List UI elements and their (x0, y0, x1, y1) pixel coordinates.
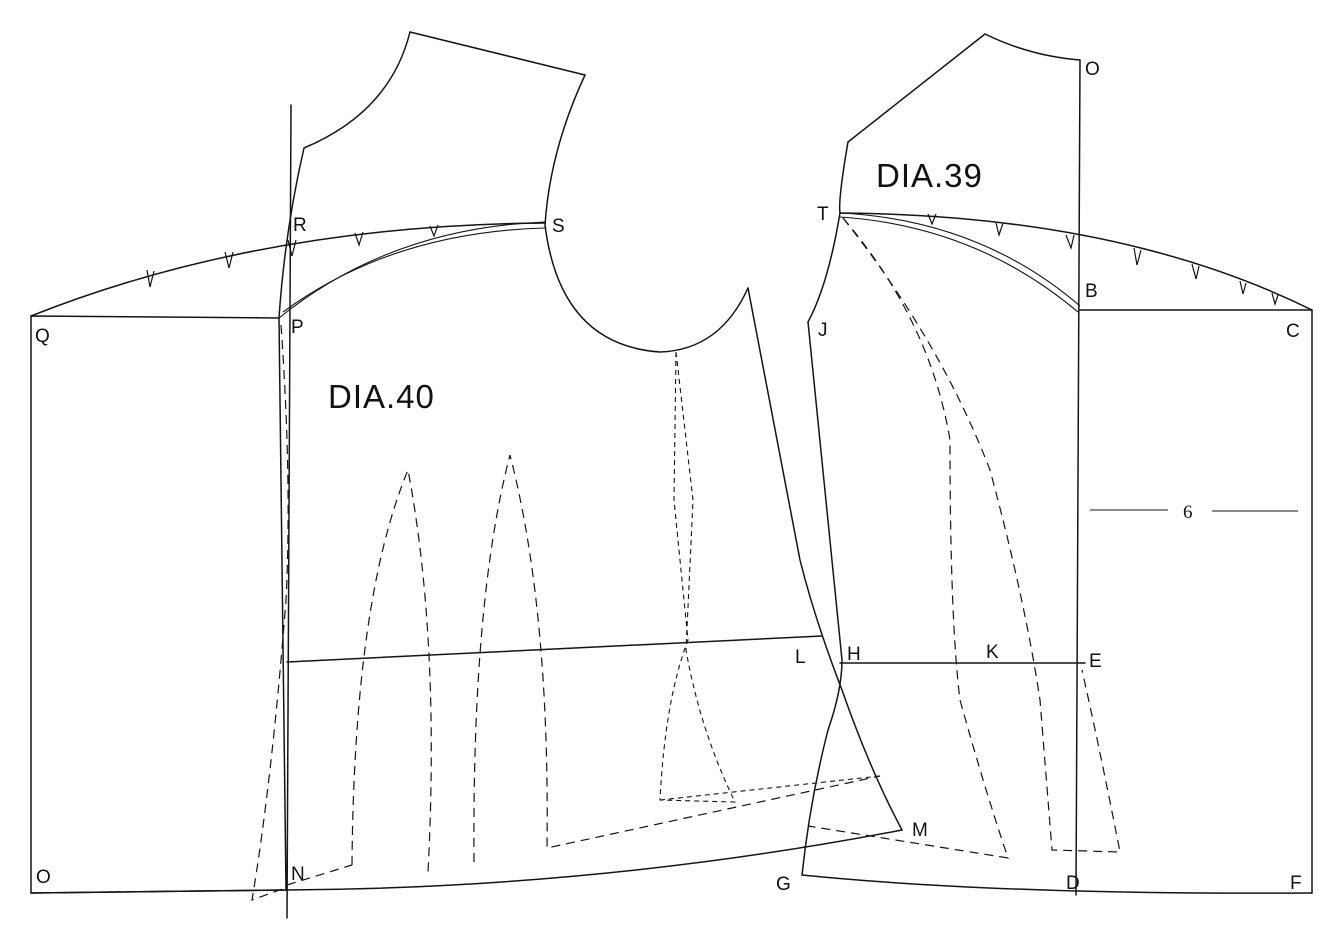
dia40-side-panel (30, 315, 287, 894)
dia39-notch (1271, 292, 1279, 307)
point-label-K: K (986, 642, 999, 663)
dia40-notch (354, 231, 364, 247)
dia39-seam-curve-outer (839, 212, 1081, 307)
dia39-seam-curve-inner (839, 216, 1079, 313)
point-label-F: F (1290, 873, 1302, 894)
dia40-dashed-front (251, 324, 289, 901)
dia40-shoulder-top (409, 31, 586, 76)
dia39-side-seam (801, 321, 843, 876)
dia40-side-seam (747, 287, 903, 831)
dia39-armhole-edge (807, 141, 849, 323)
point-label-N: N (291, 864, 305, 885)
dia39-dart-long-inner (842, 217, 1121, 853)
dia40-front-neck (278, 31, 411, 319)
dia39-title: DIA.39 (876, 157, 983, 194)
dia39-center-back (1075, 59, 1081, 896)
dia40-title: DIA.40 (328, 378, 435, 415)
point-label-D: D (1066, 873, 1080, 894)
dia40-notch (146, 269, 155, 288)
point-label-M: M (912, 820, 928, 841)
dia40-shoulder-curve (30, 222, 546, 317)
dia40-dart-1 (351, 467, 432, 873)
point-label-R: R (293, 215, 307, 236)
dia40-armhole (544, 74, 749, 353)
dia39-side-panel (1079, 309, 1313, 894)
dia39-notch (927, 213, 937, 226)
point-label-C: C (1286, 321, 1300, 342)
dia39-notch (1239, 280, 1247, 295)
point-label-O-left: O (36, 867, 51, 888)
dia39-pattern (801, 33, 1313, 896)
point-label-Q: Q (35, 326, 50, 347)
dia40-underarm-dart-link (659, 775, 881, 801)
point-label-E: E (1089, 651, 1102, 672)
dia40-seam-curve-outer (278, 221, 546, 319)
dia40-vertical-line (286, 104, 292, 919)
point-label-B: B (1085, 281, 1098, 302)
point-label-S: S (552, 216, 565, 237)
point-label-L: L (795, 647, 806, 668)
dia40-waist-line (286, 635, 823, 663)
point-label-J: J (818, 320, 828, 341)
dia39-notch (995, 222, 1004, 238)
dia40-pattern (30, 31, 903, 919)
dia39-shoulder-curve (839, 212, 1313, 311)
dia40-dart-2 (473, 452, 881, 863)
dimension-label: 6 (1183, 502, 1193, 523)
point-label-G: G (776, 874, 791, 895)
point-label-T: T (817, 204, 829, 225)
dia40-notch (224, 251, 234, 269)
dia39-notch (1191, 263, 1200, 280)
dia39-dart-long (807, 217, 1009, 859)
point-label-H: H (847, 644, 861, 665)
dia39-notch (1133, 247, 1142, 266)
dia40-underarm-dart (659, 351, 736, 803)
dia39-shoulder-neck (847, 33, 1081, 143)
dia40-seam-curve-inner (282, 227, 546, 313)
dia40-notch (287, 239, 297, 257)
point-label-O-right: O (1085, 59, 1100, 80)
dia39-notch (1065, 234, 1075, 251)
dia40-notch (429, 224, 439, 238)
dia40-dart-hem-link (286, 864, 353, 886)
dia39-hem (801, 874, 1313, 894)
point-label-P: P (291, 317, 304, 338)
dia40-hem (30, 829, 903, 894)
